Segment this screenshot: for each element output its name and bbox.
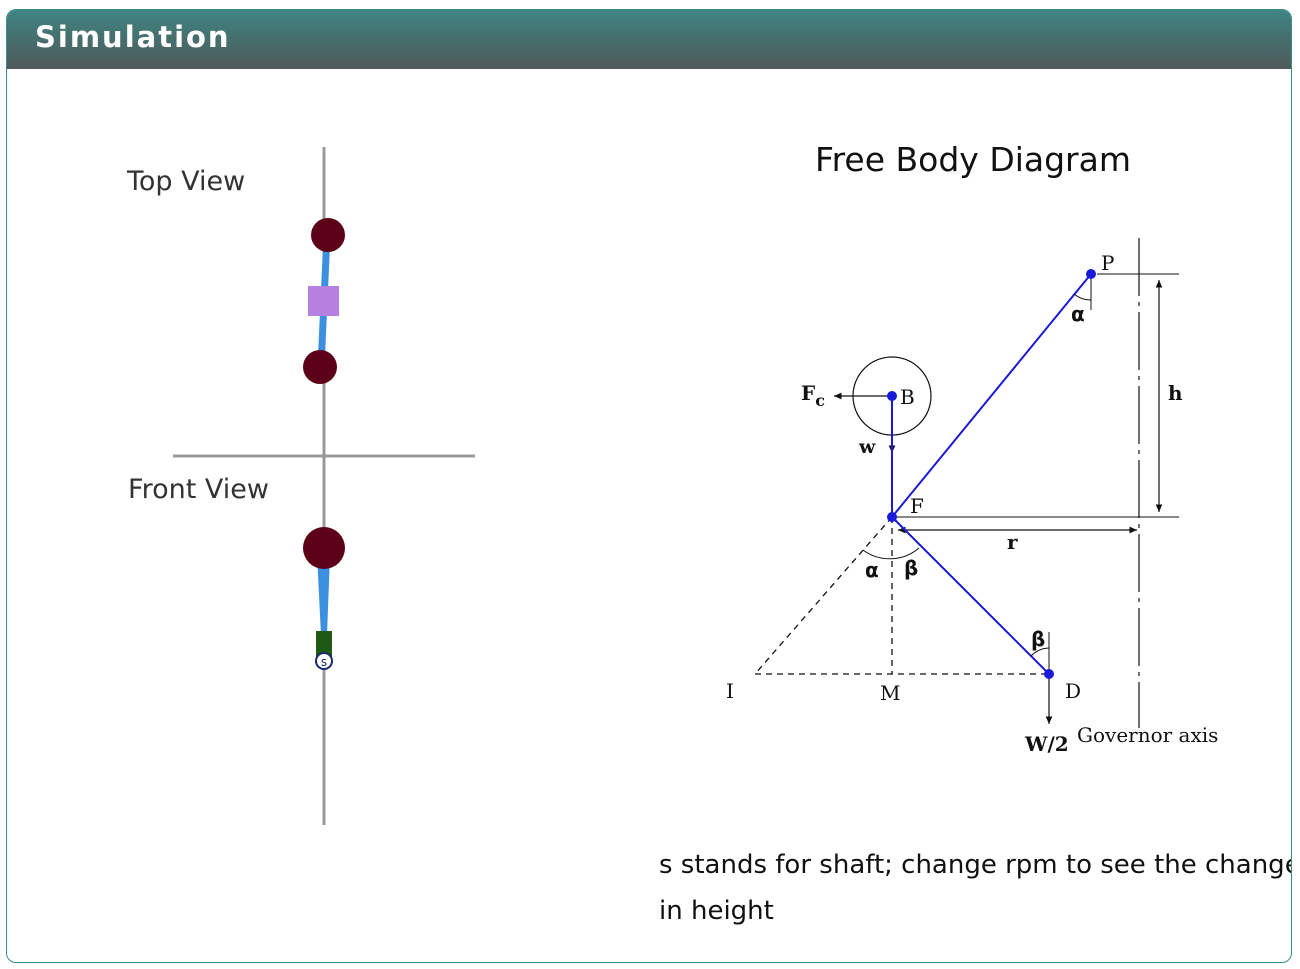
front-view-label: Front View — [128, 474, 269, 505]
fbd-title: Free Body Diagram — [815, 140, 1131, 179]
front-view-sleeve — [316, 631, 332, 658]
alpha-beta-arc — [862, 547, 920, 560]
top-view-ball-lower — [303, 350, 337, 384]
top-view-label: Top View — [127, 166, 246, 197]
instantaneous-centre-line — [754, 516, 893, 675]
front-view-ball — [303, 527, 345, 569]
alpha-top-arc — [1073, 293, 1092, 301]
shaft-marker — [315, 652, 333, 670]
label-m: M — [880, 681, 900, 705]
beta-right-arc — [1030, 647, 1050, 657]
label-w: w — [858, 436, 876, 458]
joint-f — [887, 512, 897, 522]
label-i: I — [726, 679, 734, 703]
label-beta-mid: β — [904, 556, 918, 580]
label-alpha-bottom: α — [865, 558, 879, 582]
simulation-canvas: s — [173, 147, 475, 825]
front-view-arm — [317, 555, 330, 635]
top-view-sleeve — [308, 286, 339, 316]
joint-d — [1044, 669, 1054, 679]
simulation-panel: Simulation s Top View Front View Free Bo… — [6, 9, 1292, 963]
panel-title: Simulation — [35, 20, 231, 54]
joint-p — [1086, 269, 1096, 279]
label-beta-right: β — [1031, 627, 1045, 651]
joint-b — [887, 391, 897, 401]
label-r: r — [1007, 530, 1018, 554]
free-body-diagram: P B F D I M Fc w h r α α β β W/2 Governo… — [726, 238, 1218, 756]
label-h: h — [1168, 381, 1183, 405]
label-f: F — [910, 494, 924, 518]
panel-header: Simulation — [7, 10, 1291, 69]
shaft-note: s stands for shaft; change rpm to see th… — [659, 850, 1292, 926]
label-w2: W/2 — [1024, 732, 1069, 756]
label-b: B — [900, 385, 915, 409]
top-view-ball-upper — [311, 218, 345, 252]
label-governor-axis: Governor axis — [1077, 723, 1218, 747]
shaft-marker-label: s — [321, 655, 327, 669]
label-p: P — [1101, 251, 1114, 275]
label-fc: Fc — [801, 381, 825, 410]
arm-pf-link — [891, 273, 1092, 518]
link-fd — [891, 516, 1050, 675]
label-d: D — [1065, 679, 1081, 703]
label-alpha-top: α — [1071, 302, 1085, 326]
